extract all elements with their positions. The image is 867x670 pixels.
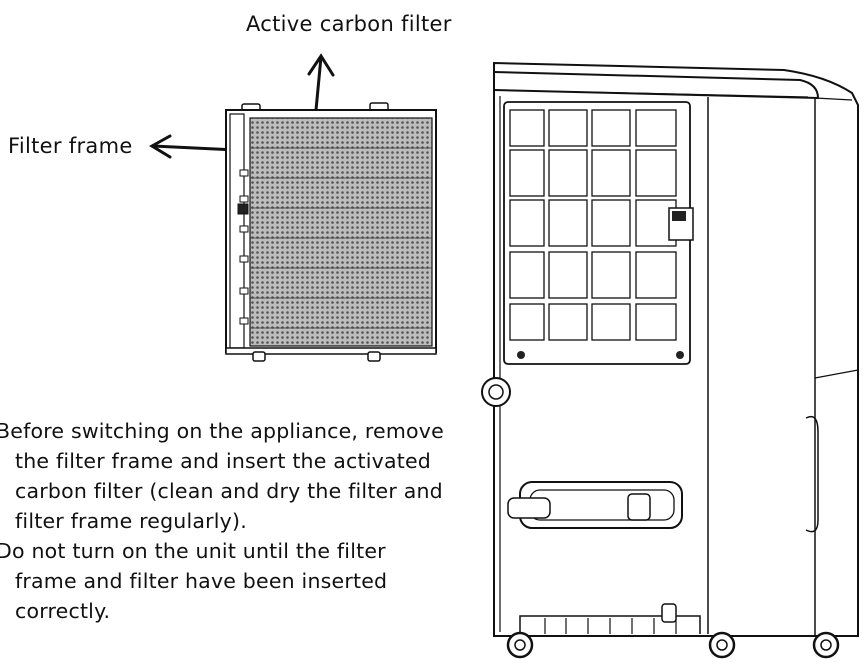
dehumidifier-illustration bbox=[481, 61, 859, 659]
filter-frame-arrow bbox=[149, 134, 238, 159]
instructions-block: Before switching on the appliance, remov… bbox=[0, 416, 446, 626]
instruction-1: Before switching on the appliance, remov… bbox=[0, 419, 444, 533]
carbon-filter-illustration bbox=[249, 117, 433, 347]
active-carbon-filter-label: Active carbon filter bbox=[246, 12, 452, 36]
filter-frame-label: Filter frame bbox=[8, 134, 133, 158]
filter-assembly-illustration bbox=[225, 102, 437, 362]
instruction-2: Do not turn on the unit until the filter… bbox=[0, 539, 388, 623]
carbon-filter-arrow bbox=[307, 53, 335, 112]
